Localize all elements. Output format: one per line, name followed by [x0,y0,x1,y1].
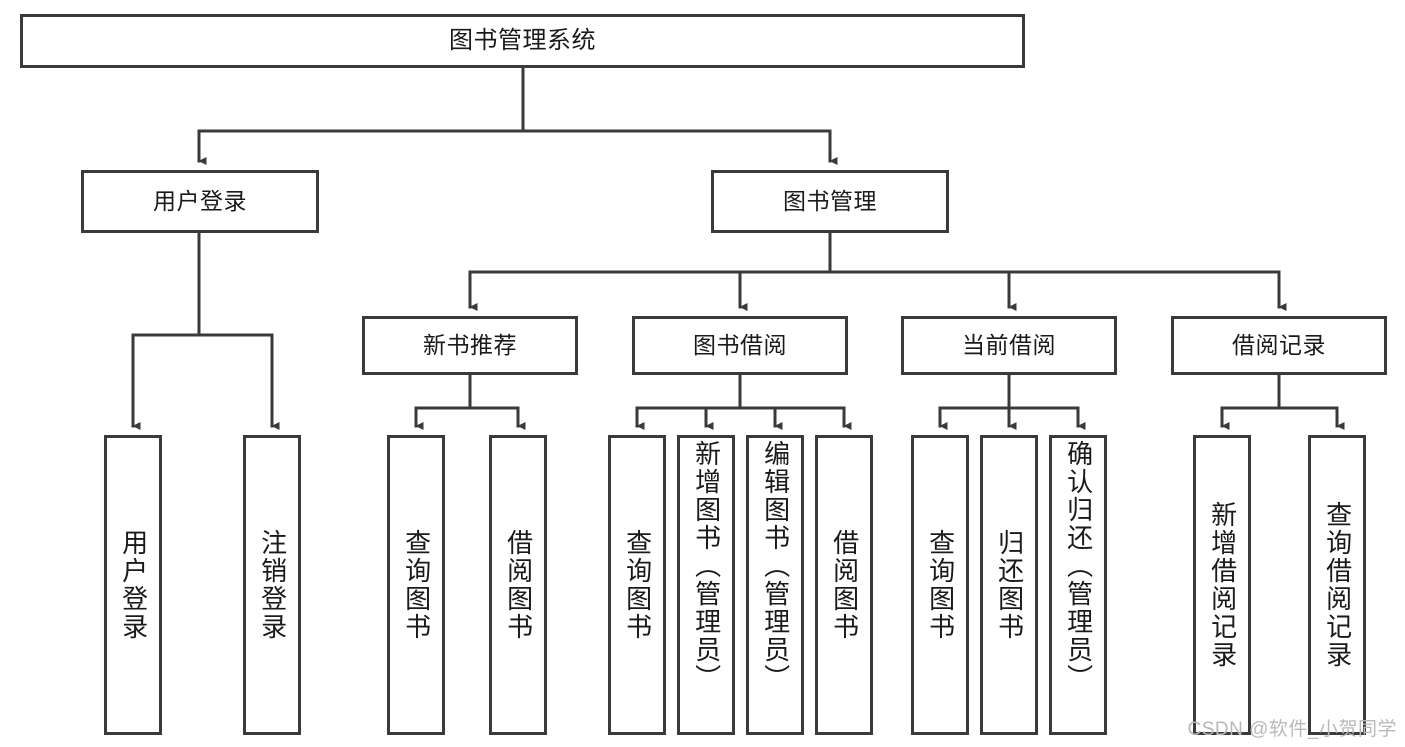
node-leaf-borrow-book-newbook[interactable]: 借阅图书 [489,435,547,735]
node-leaf-confirm-return-admin-label: 确认归还（管理员） [1063,440,1094,692]
node-leaf-return-book[interactable]: 归还图书 [980,435,1038,735]
node-leaf-query-book-newbook-label: 查询图书 [401,529,432,641]
node-new-book-recommend[interactable]: 新书推荐 [362,316,578,375]
node-leaf-return-book-label: 归还图书 [994,529,1025,641]
node-leaf-edit-book-admin-label: 编辑图书（管理员） [760,440,791,692]
node-leaf-query-book-newbook[interactable]: 查询图书 [387,435,445,735]
node-leaf-query-book-current-label: 查询图书 [925,529,956,641]
node-leaf-add-borrow-record-label: 新增借阅记录 [1207,501,1238,669]
node-current-borrow-label: 当前借阅 [962,332,1056,359]
node-leaf-query-book-borrow[interactable]: 查询图书 [608,435,666,735]
node-current-borrow[interactable]: 当前借阅 [901,316,1117,375]
node-leaf-user-login-label: 用户登录 [118,529,149,641]
node-root-system[interactable]: 图书管理系统 [20,14,1025,68]
node-leaf-logout-label: 注销登录 [257,529,288,641]
node-leaf-add-book-admin-label: 新增图书（管理员） [691,440,722,692]
node-book-borrow-label: 图书借阅 [693,332,787,359]
node-root-label: 图书管理系统 [449,27,596,55]
node-new-book-recommend-label: 新书推荐 [423,332,517,359]
node-leaf-confirm-return-admin[interactable]: 确认归还（管理员） [1049,435,1107,735]
node-borrow-records[interactable]: 借阅记录 [1171,316,1387,375]
node-leaf-borrow-book-newbook-label: 借阅图书 [503,529,534,641]
node-user-login[interactable]: 用户登录 [81,170,319,233]
node-leaf-logout[interactable]: 注销登录 [243,435,301,735]
node-leaf-add-borrow-record[interactable]: 新增借阅记录 [1193,435,1251,735]
node-user-login-label: 用户登录 [153,188,247,215]
node-book-management[interactable]: 图书管理 [711,170,949,233]
node-leaf-user-login[interactable]: 用户登录 [104,435,162,735]
node-borrow-records-label: 借阅记录 [1232,332,1326,359]
node-leaf-edit-book-admin[interactable]: 编辑图书（管理员） [746,435,804,735]
node-leaf-query-book-current[interactable]: 查询图书 [911,435,969,735]
node-leaf-borrow-book-borrow-label: 借阅图书 [829,529,860,641]
node-leaf-query-borrow-record[interactable]: 查询借阅记录 [1308,435,1366,735]
node-book-management-label: 图书管理 [783,188,877,215]
node-leaf-query-borrow-record-label: 查询借阅记录 [1322,501,1353,669]
node-leaf-borrow-book-borrow[interactable]: 借阅图书 [815,435,873,735]
node-book-borrow[interactable]: 图书借阅 [632,316,848,375]
node-leaf-query-book-borrow-label: 查询图书 [622,529,653,641]
node-leaf-add-book-admin[interactable]: 新增图书（管理员） [677,435,735,735]
